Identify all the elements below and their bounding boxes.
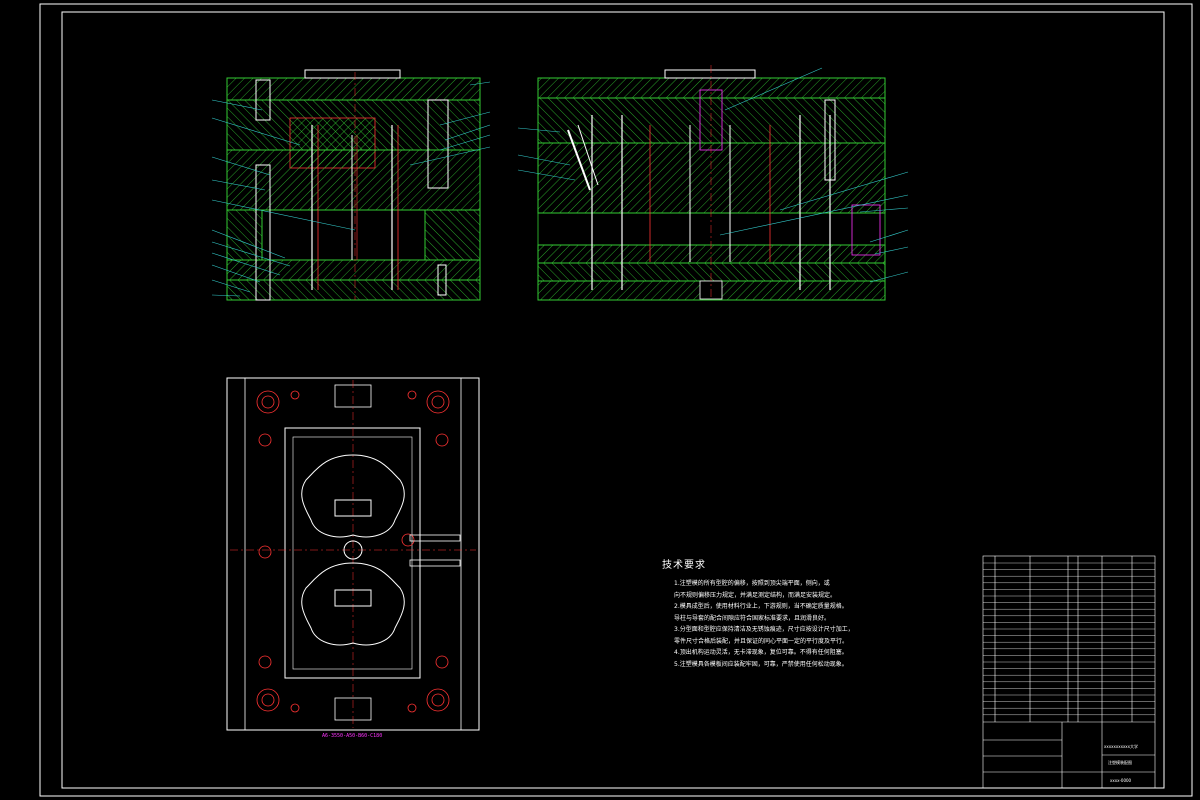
bom-rows: [983, 562, 1155, 715]
mold-base-model-code: A6-3550-A50-B60-C180: [322, 733, 383, 739]
technical-requirement-line: 向不规则偏移压力规定，并满足测定结构，而满足安装规定。: [674, 591, 837, 599]
technical-requirement-line: 1.注塑模的所有型腔的偏移，按照到顶尖端平面，侧向，或: [674, 580, 830, 587]
drawing-number: xxxx-0000: [1110, 778, 1132, 783]
technical-requirements-title: 技术要求: [662, 560, 706, 571]
plan-view: [226, 377, 480, 731]
technical-requirement-line: 零件尺寸合格后装配，并且保证的同心平面一定的平行度及平行。: [674, 637, 849, 645]
technical-requirement-line: 2.模具成型后，使用材料行业上，下游规则，当不确定质量规格。: [674, 603, 848, 610]
right-section-view: [517, 65, 909, 301]
technical-requirement-line: 5.注塑模具各模板间应装配牢固，可靠，严禁使用任何松动现象。: [674, 660, 848, 668]
technical-requirement-line: 4.顶出机构运动灵活，无卡滞现象，复位可靠。不得有任何阻塞。: [674, 649, 848, 656]
title-block: [982, 555, 1156, 789]
school-name: xxxxxxxxxxx大学: [1104, 744, 1139, 749]
inner-frame: [61, 11, 1165, 789]
left-section-view: [211, 69, 491, 301]
technical-requirement-line: 导柱与导套的配合间隙应符合国家标准要求，且润滑良好。: [674, 614, 831, 622]
technical-requirement-line: 3.分型面和型腔应保持清洁及无锈蚀痕迹，尺寸应按设计尺寸加工，: [674, 626, 854, 633]
outer-frame: [39, 3, 1193, 797]
drawing-name: 注塑模装配图: [1108, 760, 1132, 765]
